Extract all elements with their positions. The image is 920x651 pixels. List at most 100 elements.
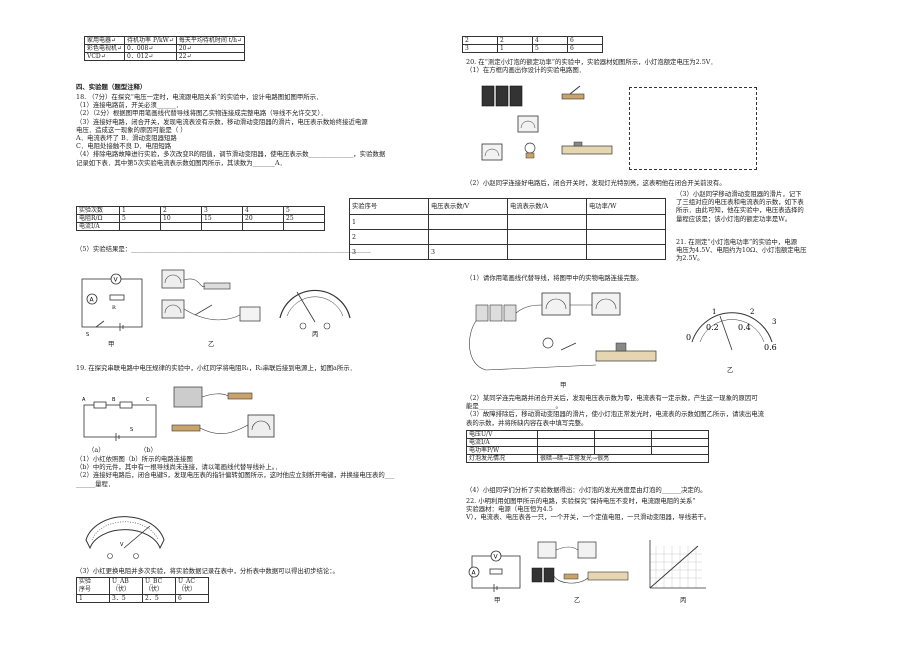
q21-fig-label-yi: 乙 (727, 366, 734, 374)
svg-text:V: V (114, 277, 119, 284)
svg-text:A: A (82, 397, 86, 403)
q21-cell (651, 446, 709, 455)
fig-label-b: （b） (140, 446, 157, 454)
svg-text:R: R (112, 305, 116, 311)
q21-cell (651, 430, 709, 439)
appliance-cell: 0．008↵ (124, 44, 177, 53)
q21-part1: （1）请你用笔画线代替导线，将图甲中的实物电路连接完整。 (466, 274, 643, 282)
power-cell: 1 (349, 214, 429, 230)
q19-cell: 3．5 (109, 594, 143, 603)
appliance-cell: 22↵ (175, 52, 246, 61)
q21-cell (537, 430, 595, 439)
q22-line: V），电流表、电压表各一只，一个开关，一个定值电阻，一只滑动变阻器，导线若干。 (466, 513, 711, 522)
power-header: 电流表示数/A (507, 198, 587, 215)
power-data-table: 实验序号 电压表示数/V 电流表示数/A 电功率/W 1 2 3 3 (349, 198, 666, 260)
meter-tick-1: 1 (712, 308, 716, 316)
fig-label-a: （a） (88, 446, 105, 454)
q18-cell: 电阻R/Ω (76, 214, 120, 223)
q18-cell: 25 (283, 214, 325, 223)
vt-cell: 4 (532, 36, 568, 45)
q18-line: C．电阻处接触不良 D．电阻短路 (76, 142, 172, 151)
svg-text:S: S (86, 332, 89, 337)
q19-cell: 6 (175, 594, 209, 603)
q19-conclusion: （3）小红更换电阻并多次实验，将实验数据记录在表中，分析表中数据可以得出初步结论… (76, 567, 339, 575)
apparatus-yi (161, 269, 261, 322)
meter-tick-3: 3 (772, 318, 776, 326)
vt-cell: 1 (497, 44, 533, 53)
q19-cell: 实验 序号 (76, 577, 110, 595)
q20-part2: （2）小赵同学连接好电路后，闭合开关时，发现灯光特别亮，这表明他在闭合开关前没有… (466, 179, 726, 187)
q22-circuit-jia: A V (468, 550, 521, 592)
q21-table: 电压U/V 电流I/A 电功率P/W 灯泡发光情况 很暗→暗→正常发光→很亮 (466, 430, 709, 463)
appliance-header: 每天平均待机时间 t/h↵ (175, 36, 246, 45)
q22-text: 22. 小明利用如图甲所示的电路，实验探究“保持电压不变时，电流跟电阻的关系” … (466, 497, 710, 522)
q22-fig-label-yi: 乙 (574, 596, 581, 604)
q21-intro: 21. 在测定“小灯泡电功率”的实验中，电源 电压为4.5V、电阻约为10Ω、小… (676, 238, 806, 263)
q20-line: （1）在方框内画出你设计的实验电路图． (466, 66, 586, 75)
vt-cell: 2 (497, 36, 533, 45)
power-cell (586, 229, 666, 245)
q18-cell: 10 (160, 214, 202, 223)
appliance-cell: 彩色电视机↵ (83, 44, 126, 53)
q21-ammeter-yi: 0 0.2 0.4 0.6 1 2 3 (686, 308, 777, 352)
q20-apparatus (481, 85, 613, 161)
power-header: 实验序号 (349, 198, 429, 215)
svg-text:V: V (120, 542, 124, 548)
q21-cell (651, 438, 709, 447)
svg-text:V: V (494, 554, 499, 561)
vt-cell: 2 (462, 36, 498, 45)
q21-line: （2）某同学连完电路并闭合开关后，发现电压表示数为零，电流表有一定示数，产生这一… (466, 394, 758, 402)
q21-part2-3: （2）某同学连完电路并闭合开关后，发现电压表示数为零，电流表有一定示数，产生这一… (466, 394, 764, 427)
vt-cell: 6 (567, 44, 603, 53)
power-cell (586, 244, 666, 260)
meter-tick-2: 2 (750, 308, 754, 316)
q19-line: ______量程． (76, 479, 115, 488)
q21-cell (594, 438, 652, 447)
apparatus-b (171, 386, 275, 438)
circuit-drawing-box[interactable] (629, 87, 757, 170)
q18-cell: 2 (160, 206, 202, 215)
q18-cell (242, 222, 284, 231)
q18-cell: 3 (201, 206, 243, 215)
q21-part4: （4）小组同学们分析了实验数据得出：小灯泡的发光亮度是由灯泡的______决定的… (466, 486, 707, 494)
q19-cell: U_BC （伏） (142, 577, 176, 595)
appliance-header: 家用电器↵ (83, 36, 126, 45)
q20-3-line: 所示．由此可知，他在实验中，电压表选择的 (676, 206, 804, 215)
power-cell (507, 214, 587, 230)
q22-graph-bing (649, 540, 706, 589)
q18-cell: 5 (119, 214, 161, 223)
q19-line: （2）连接好电路后，闭合电键S，发现电压表的指针偏转如图所示，这时他应立刻断开电… (76, 471, 395, 480)
meter-tick-06: 0.6 (764, 343, 777, 352)
q19-intro: 19. 在探究串联电路中电压规律的实验中，小红同学将电阻R₁，R₂串联后接到电源… (76, 364, 356, 372)
q18-cell: 电流I/A (76, 222, 120, 231)
q18-cell: 5 (283, 206, 325, 215)
q18-line: 电压．造成这一现象的原因可能是（ ） (76, 125, 187, 134)
q19-cell: U_AB （伏） (109, 577, 143, 595)
power-cell (507, 229, 587, 245)
vt-cell: 3 (462, 44, 498, 53)
power-header: 电功率/W (586, 198, 666, 215)
q18-cell: 20 (242, 214, 284, 223)
q18-cell (201, 222, 243, 231)
q18-table: 实验次数 1 2 3 4 5 电阻R/Ω 5 10 15 20 25 电流I/A (76, 206, 325, 231)
q19-line: （b）中的元件，其中有一根导线尚未连接，请以笔画线代替导线补上。． (76, 463, 282, 472)
q20-line: 20. 在“测定小灯泡的额定功率”的实验中，实验器材如图所示，小灯泡额定电压为2… (466, 58, 717, 66)
q19-cell: 1 (76, 594, 110, 603)
q22-apparatus-yi (531, 541, 629, 584)
voltmeter-dial: V (85, 516, 165, 559)
q18-cell: 4 (242, 206, 284, 215)
q18-line: 18. （7分）在探究“电压一定时，电流跟电阻关系”的实验中，设计电路图如图甲所… (76, 93, 323, 101)
q20-text: 20. 在“测定小灯泡的额定功率”的实验中，实验器材如图所示，小灯泡额定电压为2… (466, 58, 717, 74)
meter-tick-04: 0.4 (738, 323, 751, 332)
q20-3-line: 量程应该是；该小灯泡的额定功率是W。 (676, 214, 792, 223)
q18-cell: 15 (201, 214, 243, 223)
section-title: 四、实验题（题型注释） (76, 83, 147, 91)
power-cell (428, 214, 508, 230)
fig-label-yi: 乙 (208, 340, 215, 348)
svg-text:B: B (112, 397, 116, 403)
q18-cell: 实验次数 (76, 206, 120, 215)
q21-cell (537, 438, 595, 447)
q19-cell: U_AC （伏） (175, 577, 209, 595)
appliance-cell: 0．012↵ (124, 52, 177, 61)
ammeter-bing (279, 289, 351, 330)
